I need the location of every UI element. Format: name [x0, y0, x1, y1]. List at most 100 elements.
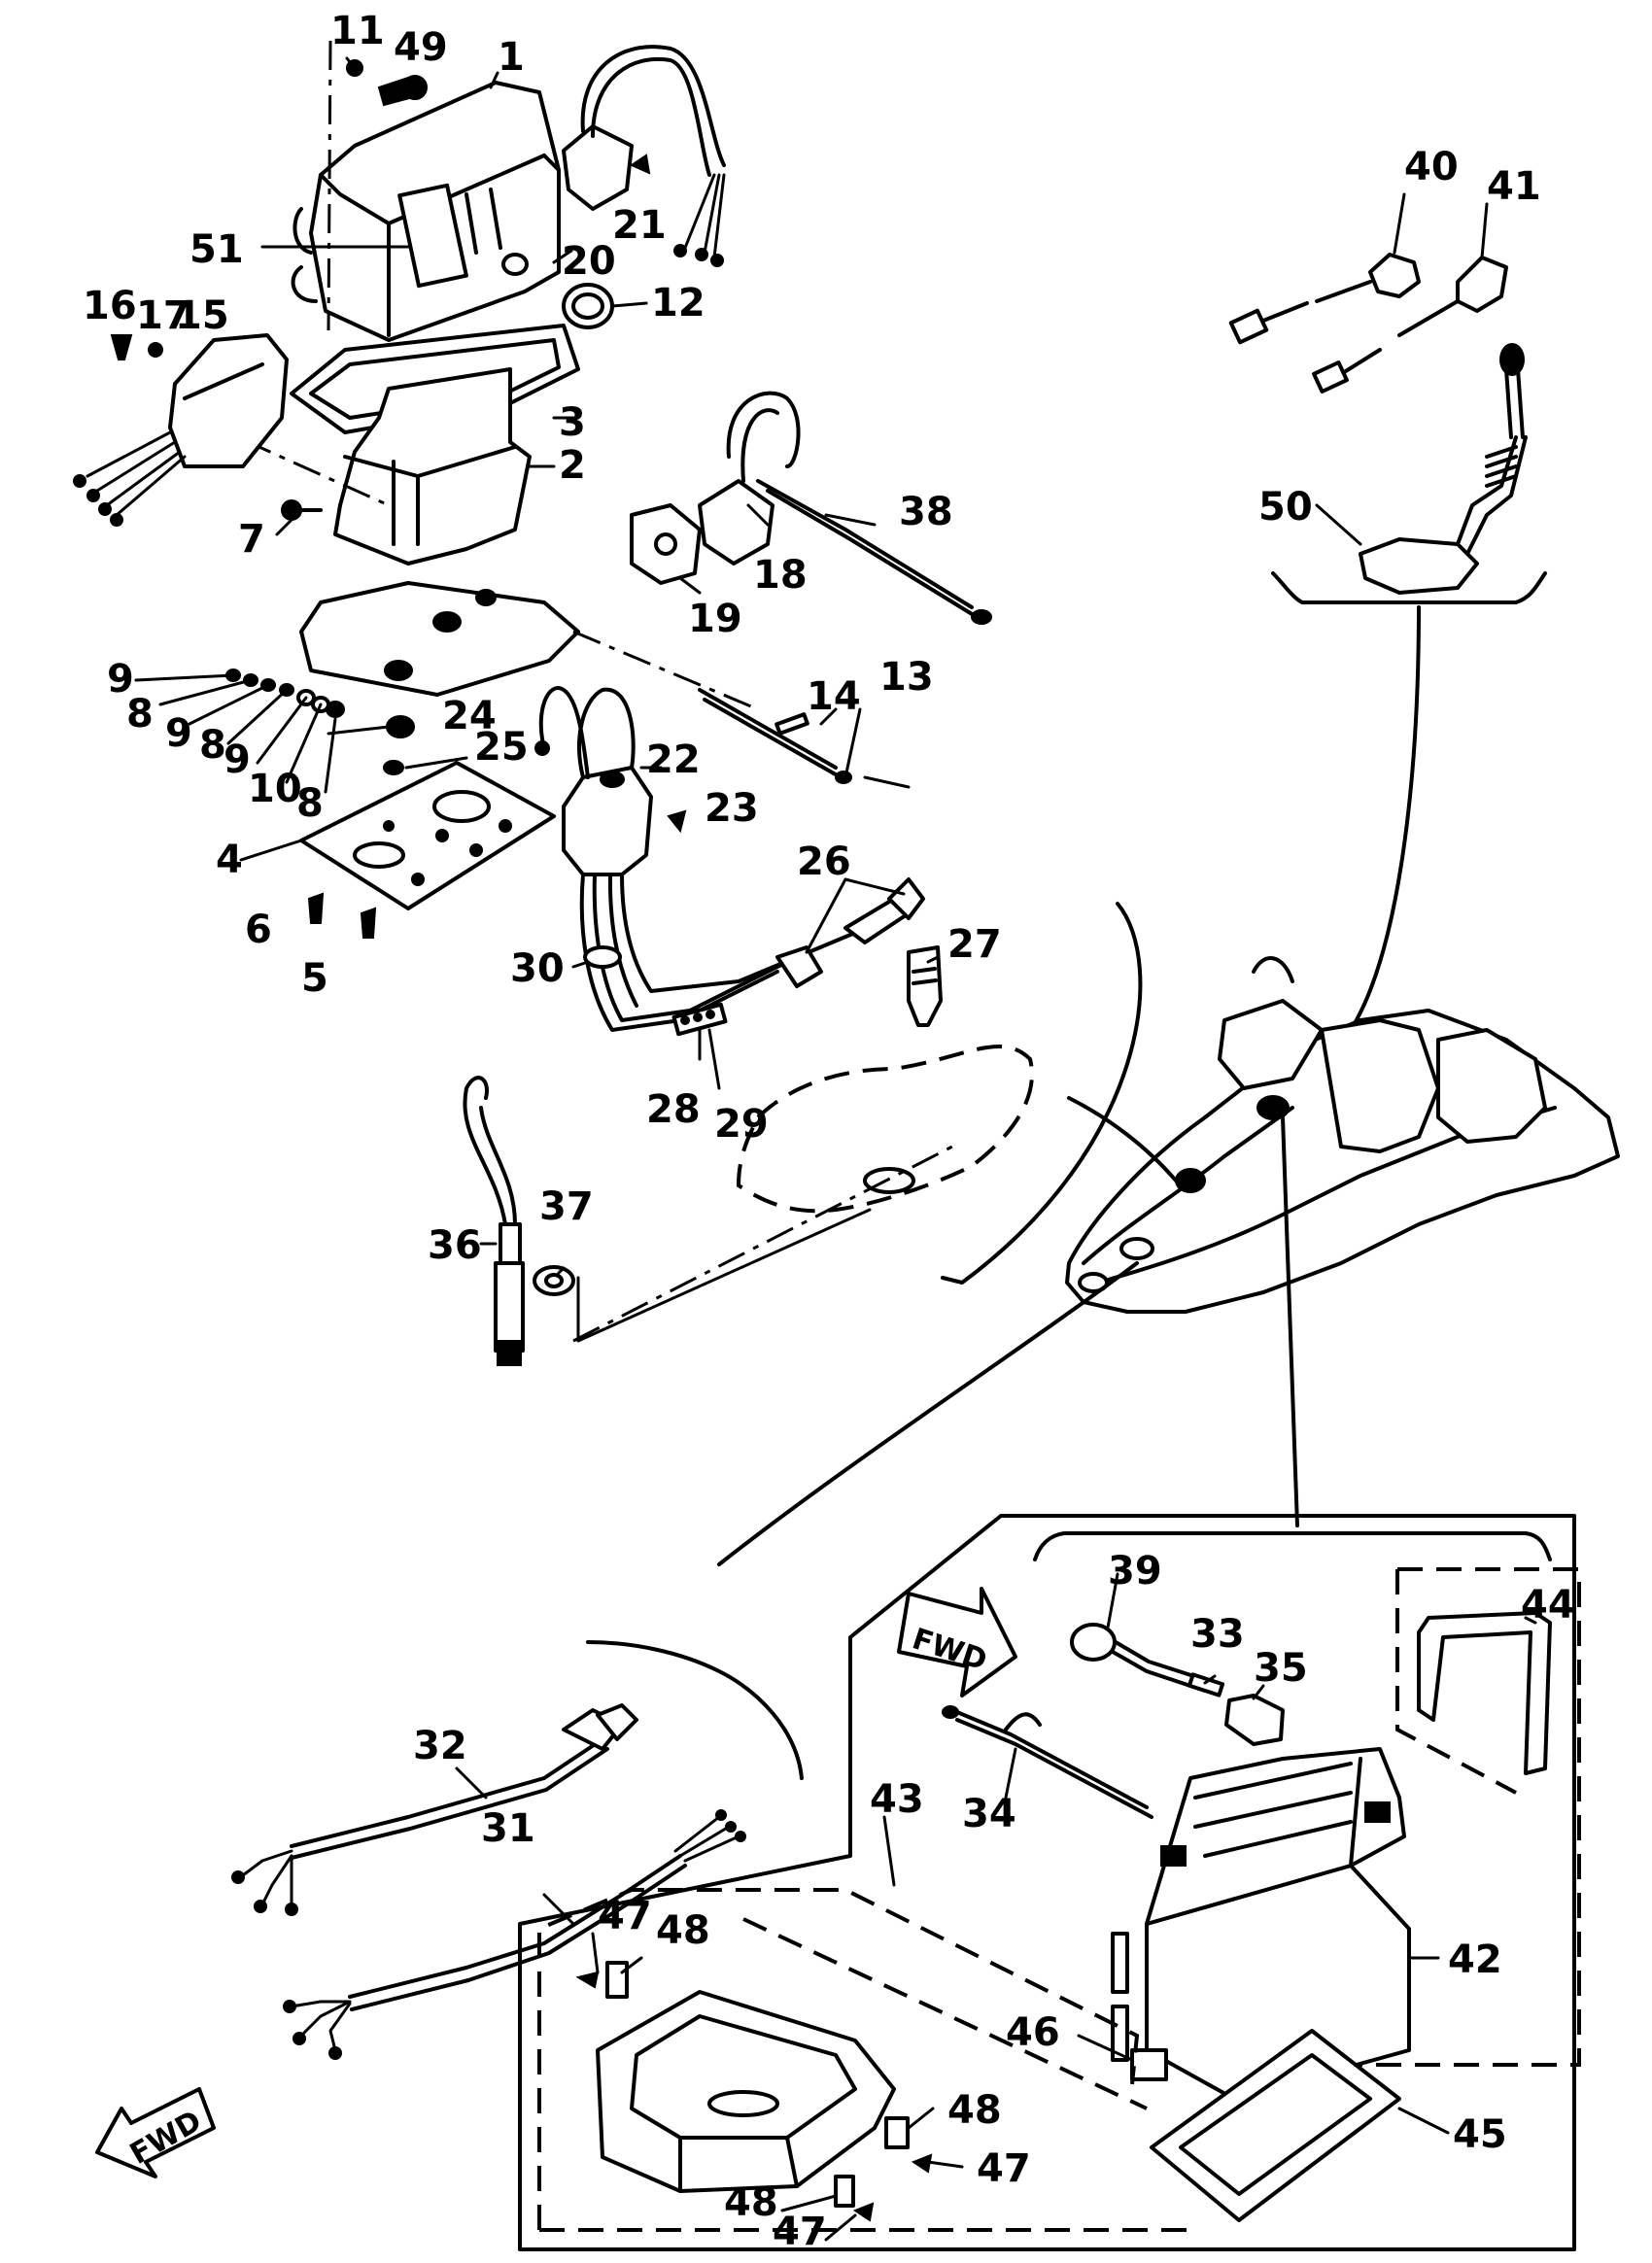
callout-25: 25 — [474, 725, 529, 770]
grommet-30 — [583, 945, 622, 969]
electrical-box-gasket — [290, 324, 580, 434]
harness-31 — [283, 1809, 746, 2060]
callout-39: 39 — [1108, 1549, 1162, 1594]
callout-24: 24 — [442, 694, 497, 738]
clip-14 — [774, 712, 809, 736]
switch-41 — [1312, 256, 1508, 394]
callout-48a: 48 — [656, 1908, 710, 1953]
callout-35: 35 — [1254, 1646, 1308, 1691]
callout-22: 22 — [646, 737, 701, 782]
callout-48b: 48 — [947, 2088, 1002, 2133]
pad-46 — [1130, 2048, 1168, 2081]
callout-26: 26 — [797, 840, 851, 884]
lead-34 — [942, 1705, 1153, 1819]
fwd-arrow-lower — [95, 2087, 216, 2178]
callout-15: 15 — [175, 293, 229, 338]
fuse-holder-39 — [1070, 1623, 1211, 1693]
guide-line — [572, 1145, 953, 1343]
callout-9b: 9 — [165, 711, 192, 756]
sensor-36 — [463, 1076, 525, 1366]
fuse-cap-35 — [1224, 1694, 1285, 1746]
clip-48a — [605, 1961, 629, 1999]
battery-42 — [1111, 1747, 1411, 2101]
screw-21 — [629, 154, 651, 175]
callout-12: 12 — [651, 281, 706, 326]
leader-line — [1067, 1096, 1178, 1183]
callout-43: 43 — [870, 1777, 924, 1822]
callout-28: 28 — [646, 1087, 701, 1132]
callout-21: 21 — [612, 203, 667, 248]
guide-line — [572, 630, 759, 711]
engine-outline — [736, 1045, 1034, 1214]
callout-17: 17 — [136, 293, 190, 338]
battery-band-44 — [1417, 1611, 1552, 1775]
screw-47a — [575, 1971, 600, 1989]
callout-27: 27 — [947, 922, 1002, 967]
callout-31: 31 — [481, 1806, 535, 1851]
callout-46: 46 — [1006, 2010, 1060, 2055]
group-bracket — [1033, 1531, 1552, 1561]
electrical-box-cover — [291, 81, 561, 342]
callout-7: 7 — [238, 517, 265, 562]
callout-47c: 47 — [773, 2210, 827, 2254]
callout-41: 41 — [1487, 164, 1541, 209]
rectifier-20 — [562, 45, 726, 267]
starter-relay-18 — [698, 391, 801, 566]
group-frame — [518, 1514, 1576, 2251]
leader-line — [717, 1261, 1139, 1566]
callout-20: 20 — [562, 239, 616, 284]
callout-4: 4 — [216, 838, 243, 882]
callout-45: 45 — [1453, 2112, 1507, 2157]
grommet-12 — [562, 283, 614, 329]
switch-50 — [1359, 343, 1528, 595]
callout-9a: 9 — [107, 657, 134, 702]
group-bracket-top-right — [1271, 571, 1547, 604]
dashed-frame — [537, 1888, 1140, 2230]
ht-leads — [579, 873, 925, 1032]
group-bracket — [941, 902, 1143, 1285]
washer-25 — [383, 760, 404, 775]
lead-13 — [698, 688, 852, 784]
callout-14: 14 — [807, 674, 861, 719]
callout-5: 5 — [301, 956, 328, 1001]
personal-watercraft — [1065, 956, 1620, 1314]
washer-17 — [148, 342, 163, 358]
spark-plug-27 — [907, 945, 943, 1027]
callout-40: 40 — [1404, 145, 1459, 189]
leader-line — [1281, 1115, 1299, 1527]
sensor-40 — [1228, 253, 1421, 345]
callout-11: 11 — [330, 9, 385, 53]
callout-18: 18 — [753, 553, 808, 598]
callout-47b: 47 — [977, 2146, 1031, 2191]
clamp-29 — [671, 1002, 728, 1037]
callout-37: 37 — [539, 1184, 594, 1229]
clip-48b — [884, 2116, 910, 2149]
ignition-coil-22 — [534, 686, 653, 876]
callout-8a: 8 — [126, 692, 154, 737]
callout-32: 32 — [413, 1724, 467, 1768]
gasket-37 — [533, 1265, 575, 1296]
bolt-49 — [377, 75, 428, 107]
callout-33: 33 — [1190, 1612, 1245, 1657]
lead-38 — [756, 479, 992, 625]
callout-2: 2 — [559, 443, 586, 488]
washer-row — [225, 669, 345, 718]
callout-9c: 9 — [224, 737, 251, 782]
callout-38: 38 — [899, 490, 953, 534]
guide-line — [327, 40, 332, 331]
callout-1: 1 — [498, 35, 525, 80]
callout-8c: 8 — [296, 781, 324, 826]
callout-6: 6 — [245, 908, 272, 952]
dashed-frame — [742, 1917, 1148, 2110]
electrical-box-base — [299, 367, 580, 697]
callout-23: 23 — [705, 786, 759, 831]
guide-line — [193, 416, 390, 507]
screw-47c — [852, 2202, 875, 2222]
fuse-33 — [1187, 1672, 1225, 1697]
callout-36: 36 — [428, 1223, 482, 1268]
battery-box — [596, 1990, 896, 2193]
callout-51: 51 — [189, 227, 244, 272]
clip-48c — [834, 2175, 855, 2208]
